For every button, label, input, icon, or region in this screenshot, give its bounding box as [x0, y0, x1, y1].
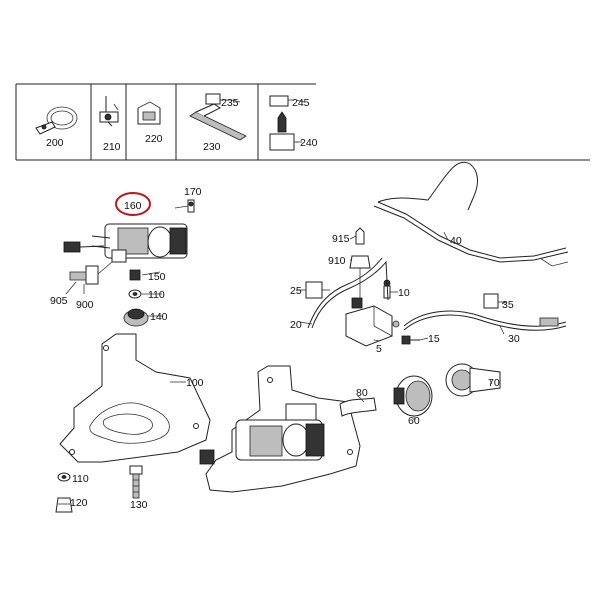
callout-60: 60	[408, 415, 420, 427]
callout-5: 5	[376, 343, 382, 355]
callout-230: 230	[203, 141, 221, 153]
callout-30: 30	[508, 333, 520, 345]
part-40-air-line	[373, 161, 569, 267]
part-15-bolt	[401, 335, 420, 345]
part-140-mount	[123, 308, 149, 327]
callout-910: 910	[328, 255, 346, 267]
callout-915: 915	[332, 233, 350, 245]
part-130-bolt	[129, 465, 143, 499]
callout-130: 130	[130, 499, 148, 511]
callout-220: 220	[145, 133, 163, 145]
callout-170: 170	[184, 186, 202, 198]
callout-160: 160	[124, 200, 142, 212]
part-30-air-line	[403, 310, 567, 331]
part-25-clip	[305, 281, 330, 299]
callout-120: 120	[70, 497, 88, 509]
part-60-filter	[393, 375, 433, 417]
callout-905: 905	[50, 295, 68, 307]
callout-160-highlight-ring	[115, 192, 151, 216]
callout-110-bottom: 110	[72, 473, 89, 485]
callout-80: 80	[356, 387, 368, 399]
part-160-compressor	[63, 223, 188, 263]
callout-10: 10	[398, 287, 410, 299]
callout-40: 40	[450, 235, 462, 247]
part-910-915-fitting	[349, 227, 371, 300]
part-35-clip	[483, 293, 506, 309]
part-220-bracket	[137, 101, 161, 125]
callout-20: 20	[290, 319, 302, 331]
part-110-washer-top	[128, 289, 142, 299]
callout-200: 200	[46, 137, 64, 149]
part-150-grommet	[129, 269, 141, 281]
callout-210: 210	[103, 141, 121, 153]
callout-35: 35	[502, 299, 514, 311]
part-20-air-line	[307, 257, 389, 329]
small-parts-panel	[15, 83, 590, 161]
callout-70: 70	[488, 377, 500, 389]
callout-150: 150	[148, 271, 166, 283]
callout-235: 235	[221, 97, 239, 109]
part-230-235-strap-clip	[189, 93, 247, 141]
part-210-clip	[99, 96, 119, 127]
callout-110-top: 110	[148, 289, 165, 301]
callout-240: 240	[300, 137, 318, 149]
part-900-905-connector	[65, 261, 113, 295]
compressor-full-assembly	[199, 365, 361, 493]
part-5-valve-block	[345, 297, 400, 347]
leader-lines	[141, 99, 507, 420]
part-80-hose	[339, 397, 377, 417]
part-200-cable-strap	[35, 106, 78, 135]
callout-140: 140	[150, 311, 168, 323]
callout-25: 25	[290, 285, 302, 297]
part-240-245-clamp	[269, 95, 298, 151]
part-110-washer-bottom	[57, 472, 71, 482]
callout-labels: 200 210 220 230 235 245 240 160 170 150 …	[46, 97, 520, 511]
part-100-bracket	[59, 333, 211, 463]
callout-245: 245	[292, 97, 310, 109]
callout-15: 15	[428, 333, 440, 345]
part-120-nut	[55, 497, 73, 513]
callout-900: 900	[76, 299, 94, 311]
part-170-screw	[174, 199, 195, 213]
part-70-silencer	[445, 363, 501, 397]
callout-100: 100	[186, 377, 204, 389]
